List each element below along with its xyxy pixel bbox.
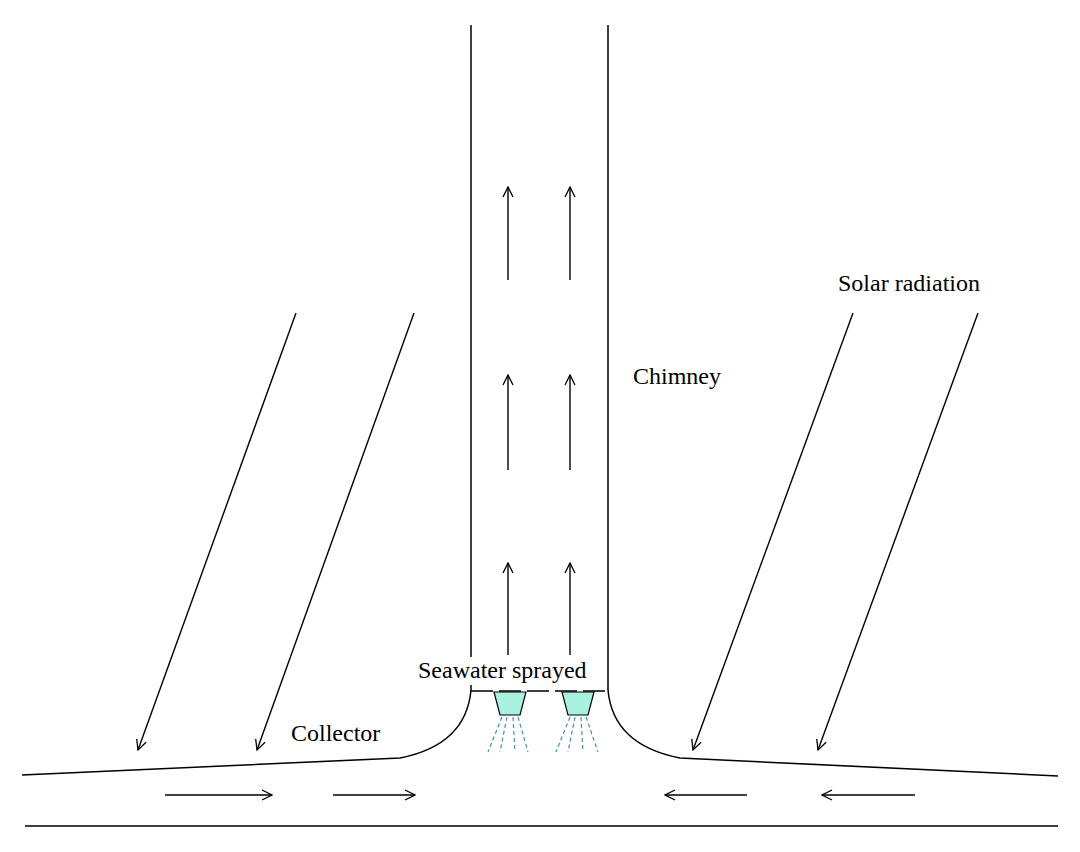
left-wall-collector xyxy=(22,25,471,775)
updraft-arrows xyxy=(508,187,570,655)
spray-label: Seawater sprayed xyxy=(416,657,589,685)
radiation-arrows xyxy=(138,313,978,750)
inflow-arrows xyxy=(165,794,915,795)
chimney-label: Chimney xyxy=(631,363,723,391)
chimney-walls xyxy=(22,25,1058,826)
spray-nozzles xyxy=(488,692,598,752)
ground-line xyxy=(25,825,1058,827)
collector-label: Collector xyxy=(289,720,382,748)
right-wall-collector xyxy=(608,25,1058,776)
radiation-label: Solar radiation xyxy=(836,270,982,298)
